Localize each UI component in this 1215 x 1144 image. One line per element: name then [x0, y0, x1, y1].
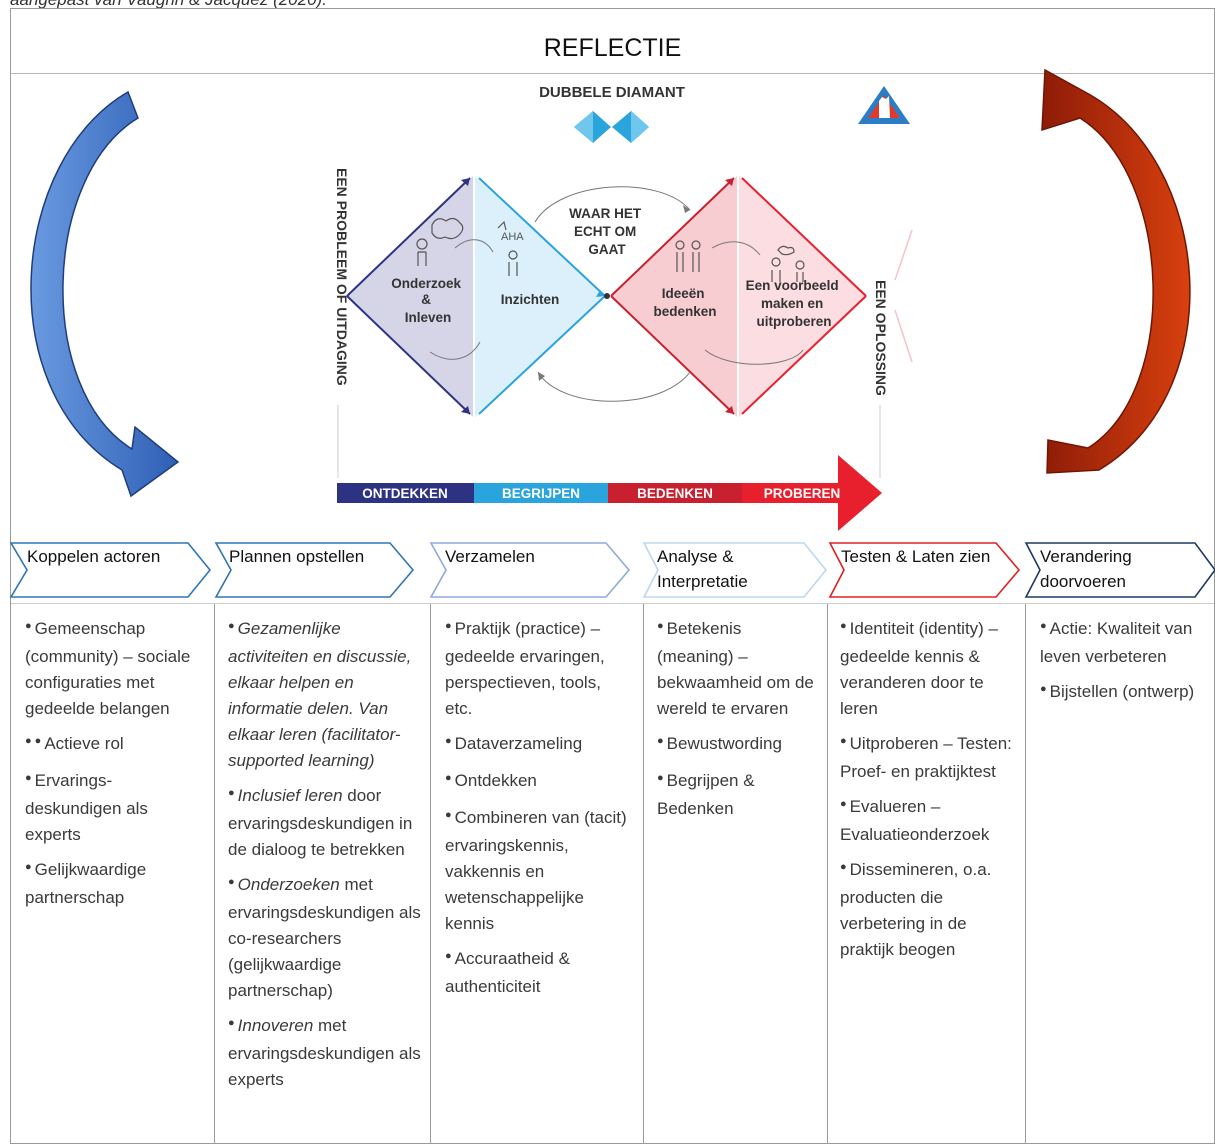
phase-label-2: BEGRIJPEN — [502, 486, 580, 501]
col-testen: ●Identiteit (identity) – gedeelde kennis… — [840, 616, 1016, 972]
list-item: ●Onderzoeken met ervaringsdeskundigen al… — [228, 875, 421, 1000]
list-item: ●Bijstellen (ontwerp) — [1040, 682, 1195, 701]
step-chevron-6 — [1024, 542, 1215, 598]
list-item: ●Actie: Kwaliteit van leven verbeteren — [1040, 619, 1193, 666]
q3-label: Ideeën bedenken — [653, 286, 716, 319]
col-plannen: ●Gezamenlijke activiteiten en discussie,… — [228, 616, 422, 1102]
list-item: ●●Actieve rol — [25, 734, 124, 753]
list-item: ●Identiteit (identity) – gedeelde kennis… — [840, 619, 999, 718]
quadrant-inzichten — [474, 175, 605, 418]
list-item: ●Accuraatheid & authenticiteit — [445, 949, 570, 996]
step-label-2: Plannen opstellen — [229, 547, 365, 566]
column-divider — [214, 604, 215, 1144]
column-divider — [827, 604, 828, 1144]
col-verandering: ●Actie: Kwaliteit van leven verbeteren ●… — [1040, 616, 1205, 716]
q2-label: Inzichten — [501, 292, 560, 307]
list-item: ●Ontdekken — [445, 771, 537, 790]
center-label: WAAR HET ECHT OM GAAT — [569, 206, 645, 257]
list-item: ●Ervarings-deskundigen als experts — [25, 771, 148, 844]
step-chevron-3 — [429, 542, 631, 598]
quadrant-voorbeeld — [738, 175, 866, 418]
list-item: ●Dataverzameling — [445, 734, 583, 753]
col-analyse: ●Betekenis (meaning) – bekwaamheid om de… — [657, 616, 817, 831]
list-item: ●Uitproberen – Testen: Proef- en praktij… — [840, 734, 1012, 781]
caption: aangepast van Vaughn & Jacquez (2020). — [10, 0, 327, 10]
hand-triangle-logo-icon — [858, 86, 910, 124]
list-item: ●Begrijpen & Bedenken — [657, 771, 755, 818]
list-item: ●Gelijkwaardige partnerschap — [25, 860, 147, 907]
phase-bedenken — [608, 483, 742, 503]
title-row: REFLECTIE — [10, 8, 1215, 74]
column-divider — [643, 604, 644, 1144]
column-divider — [1025, 604, 1026, 1144]
list-item: ●Bewustwording — [657, 734, 782, 753]
red-curved-arrow — [1041, 68, 1191, 474]
list-item: ●Dissemineren, o.a. producten die verbet… — [840, 860, 992, 959]
right-vertical-label: EEN OPLOSSING — [873, 280, 889, 396]
step-label-4: Analyse & Interpretatie — [657, 547, 748, 591]
quadrant-onderzoek — [347, 175, 474, 418]
step-chevron-1 — [9, 542, 212, 598]
phase-begrijpen — [474, 483, 608, 503]
step-chevron-2 — [214, 542, 415, 598]
list-item: ●Inclusief leren door ervaringsdeskundig… — [228, 786, 413, 859]
step-label-5: Testen & Laten zien — [841, 547, 991, 566]
quadrant-ideeen — [611, 175, 738, 418]
list-item: ●Innoveren met ervaringsdeskundigen als … — [228, 1016, 421, 1089]
col-verzamelen: ●Praktijk (practice) – gedeelde ervaring… — [445, 616, 631, 1009]
phase-label-3: BEDENKEN — [637, 486, 713, 501]
list-item: ●Evalueren – Evaluatieonderzoek — [840, 797, 990, 844]
col-koppelen: ●Gemeenschap (community) – sociale confi… — [25, 616, 205, 920]
people-sketch-icon — [416, 217, 805, 282]
step-label-6: Verandering doorvoeren — [1040, 547, 1132, 591]
q4-label: Een voorbeeld maken en uitproberen — [746, 278, 843, 329]
list-item: ●Betekenis (meaning) – bekwaamheid om de… — [657, 619, 814, 718]
q1-label: Onderzoek & Inleven — [391, 276, 465, 325]
step-label-3: Verzamelen — [445, 547, 535, 566]
left-vertical-label: EEN PROBLEEM OF UITDAGING — [334, 168, 350, 386]
list-item: ●Gemeenschap (community) – sociale confi… — [25, 619, 191, 718]
reflectie-title: REFLECTIE — [543, 34, 682, 62]
diamond-heading: DUBBELE DIAMANT — [539, 84, 685, 101]
list-item: ●Praktijk (practice) – gedeelde ervaring… — [445, 619, 605, 718]
column-divider — [430, 604, 431, 1144]
phase-label-1: ONTDEKKEN — [362, 486, 448, 501]
blue-curved-arrow — [30, 90, 180, 498]
phase-proberen — [742, 455, 882, 531]
diagram-area: DUBBELE DIAMANT EEN PROBLEEM OF UITDAGIN… — [9, 68, 1215, 604]
step-label-1: Koppelen actoren — [27, 547, 161, 566]
step-chevron-4 — [642, 542, 828, 598]
double-diamond-logo-icon — [574, 111, 649, 143]
phase-label-4: PROBEREN — [764, 486, 841, 501]
list-item: ●Gezamenlijke activiteiten en discussie,… — [228, 619, 412, 770]
list-item: ●Combineren van (tacit) ervaringskennis,… — [445, 808, 627, 933]
aha-text: AHA — [501, 231, 524, 243]
step-chevron-5 — [828, 542, 1021, 598]
phase-ontdekken — [337, 483, 474, 503]
